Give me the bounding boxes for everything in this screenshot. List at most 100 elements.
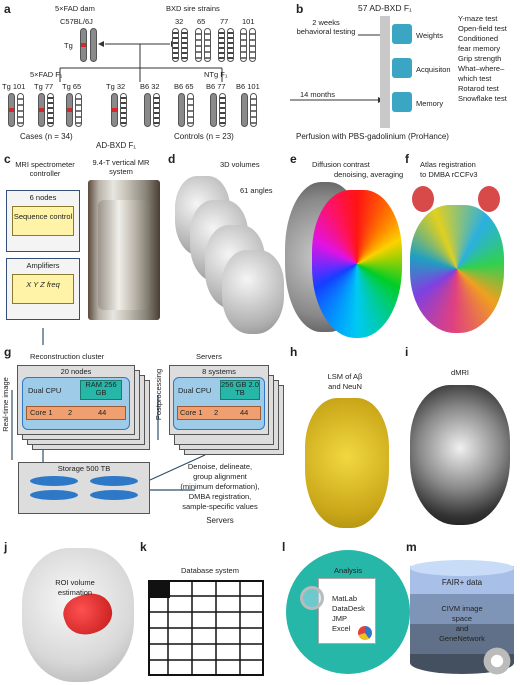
server-core: Core 1 <box>180 408 203 417</box>
tg-label: Tg <box>64 41 73 50</box>
weeks-label: 2 weeks behavioral testing <box>296 18 356 36</box>
test-item: Y-maze test <box>458 14 498 23</box>
perfusion-label: Perfusion with PBS-gadolinium (ProHance) <box>296 132 449 141</box>
test-item: Grip strength <box>458 54 502 63</box>
panel-label-l: l <box>282 540 286 554</box>
offspring-chromosome <box>219 93 226 127</box>
disk-icon <box>30 490 78 500</box>
server-mem-box <box>220 380 260 400</box>
disk-icon <box>90 476 138 486</box>
lsm-brain <box>305 398 389 528</box>
test-item: fear memory <box>458 44 501 53</box>
dam-label: 5×FAD dam <box>55 4 95 13</box>
recon-label: Reconstruction cluster <box>30 352 105 361</box>
sire-chromosome <box>172 28 179 62</box>
offspring-chromosome <box>111 93 118 127</box>
offspring-chromosome <box>210 93 217 127</box>
offspring-label: Tg 77 <box>34 82 54 91</box>
xyz-box <box>12 274 74 304</box>
sire-chromosome <box>249 28 256 62</box>
server-core: 2 <box>214 408 219 417</box>
controls-label: Controls (n = 23) <box>174 132 234 141</box>
offspring-chromosome <box>153 93 160 127</box>
nodes-label: 6 nodes <box>29 193 57 202</box>
step-label: Memory <box>416 99 444 108</box>
nodes20-label: 20 nodes <box>60 367 92 376</box>
pipeline-line: group alignment <box>193 472 247 481</box>
controller-label: MRI spectrometer controller <box>15 160 75 178</box>
m-layer-label: GeneNetwork <box>439 634 485 643</box>
m-layer-label: and <box>455 624 469 633</box>
diffusion-color-brain <box>312 190 402 338</box>
step-label: Acquisiton <box>416 65 451 74</box>
sire-chromosome <box>195 28 202 62</box>
ram-label: RAM 256 GB <box>85 380 117 397</box>
panel-label-c: c <box>4 152 11 166</box>
database-title: Database system <box>181 566 239 575</box>
panel-label-k: k <box>140 540 147 554</box>
m-layer-label: FAIR+ data <box>441 578 483 587</box>
test-item: Snowflake test <box>458 94 507 103</box>
panel-label-i: i <box>405 345 409 359</box>
core-label: Core 1 <box>30 408 53 417</box>
panel-label-b: b <box>296 2 304 16</box>
server-cores-box <box>177 406 261 420</box>
pipeline-line: Denoise, delineate, <box>187 462 253 471</box>
panel-label-f: f <box>405 152 409 166</box>
offspring-chromosome <box>38 93 45 127</box>
m-layer-label: CIVM image <box>441 604 483 613</box>
db-layer <box>410 590 514 624</box>
server-core: 44 <box>240 408 249 417</box>
test-item: Open-field test <box>458 24 507 33</box>
offspring-label: B6 65 <box>174 82 194 91</box>
cores-box <box>26 406 126 420</box>
sequence-label: Sequence control <box>13 212 73 221</box>
sire-chromosome <box>204 28 211 62</box>
volumes-title: 3D volumes <box>220 160 260 169</box>
offspring-chromosome <box>187 93 194 127</box>
pipeline-line: sample-specific values <box>182 502 258 511</box>
acquisition-icon <box>392 58 412 78</box>
cases-label: Cases (n = 34) <box>20 132 73 141</box>
roi-sub: estimation <box>57 588 93 597</box>
storage-box <box>18 462 150 514</box>
offspring-label: B6 77 <box>206 82 226 91</box>
test-item: which test <box>458 74 492 83</box>
storage-label: Storage 500 TB <box>57 464 111 473</box>
tool-name: MatLab <box>332 594 358 603</box>
sire-id: 65 <box>197 17 206 26</box>
tool-name: DataDesk <box>332 604 365 613</box>
olfactory-bulb <box>478 186 500 212</box>
offspring-chromosome <box>75 93 82 127</box>
db-top <box>410 560 514 576</box>
offspring-label: Tg 32 <box>106 82 126 91</box>
olfactory-bulb <box>412 186 434 212</box>
tool-name: JMP <box>332 614 347 623</box>
sire-chromosome <box>240 28 247 62</box>
step-label: Weights <box>416 31 443 40</box>
pie-chart-icon <box>358 626 372 640</box>
test-item: Conditioned <box>458 34 499 43</box>
atlas-brain <box>410 205 504 333</box>
f1-label: 5×FAD F₁ <box>30 70 63 79</box>
test-item: What–where– <box>458 64 505 73</box>
server-dual-cpu: Dual CPU <box>178 386 212 395</box>
pipeline-line: (minimum deformation), <box>180 482 260 491</box>
m-layer-label: space <box>451 614 472 623</box>
dual-cpu-label: Dual CPU <box>28 386 62 395</box>
months-label: 14 months <box>300 90 336 99</box>
panel-label-m: m <box>406 540 417 554</box>
test-item: Rotarod test <box>458 84 499 93</box>
dmri-brain <box>410 385 510 525</box>
mr-system-label: 9.4-T vertical MR system <box>92 158 150 176</box>
sire-id: 32 <box>175 17 184 26</box>
atlas-sub: to DMBA rCCFv3 <box>420 170 478 179</box>
sire-id: 101 <box>242 17 255 26</box>
ad-bxd-label: AD-BXD F₁ <box>96 141 137 150</box>
b-title: 57 AD-BXD F₁ <box>358 3 412 13</box>
offspring-chromosome <box>17 93 24 127</box>
gear-icon <box>482 646 512 676</box>
server-mem-label: 256 GB 2.0 TB <box>221 380 259 397</box>
servers-label: Servers <box>196 352 222 361</box>
